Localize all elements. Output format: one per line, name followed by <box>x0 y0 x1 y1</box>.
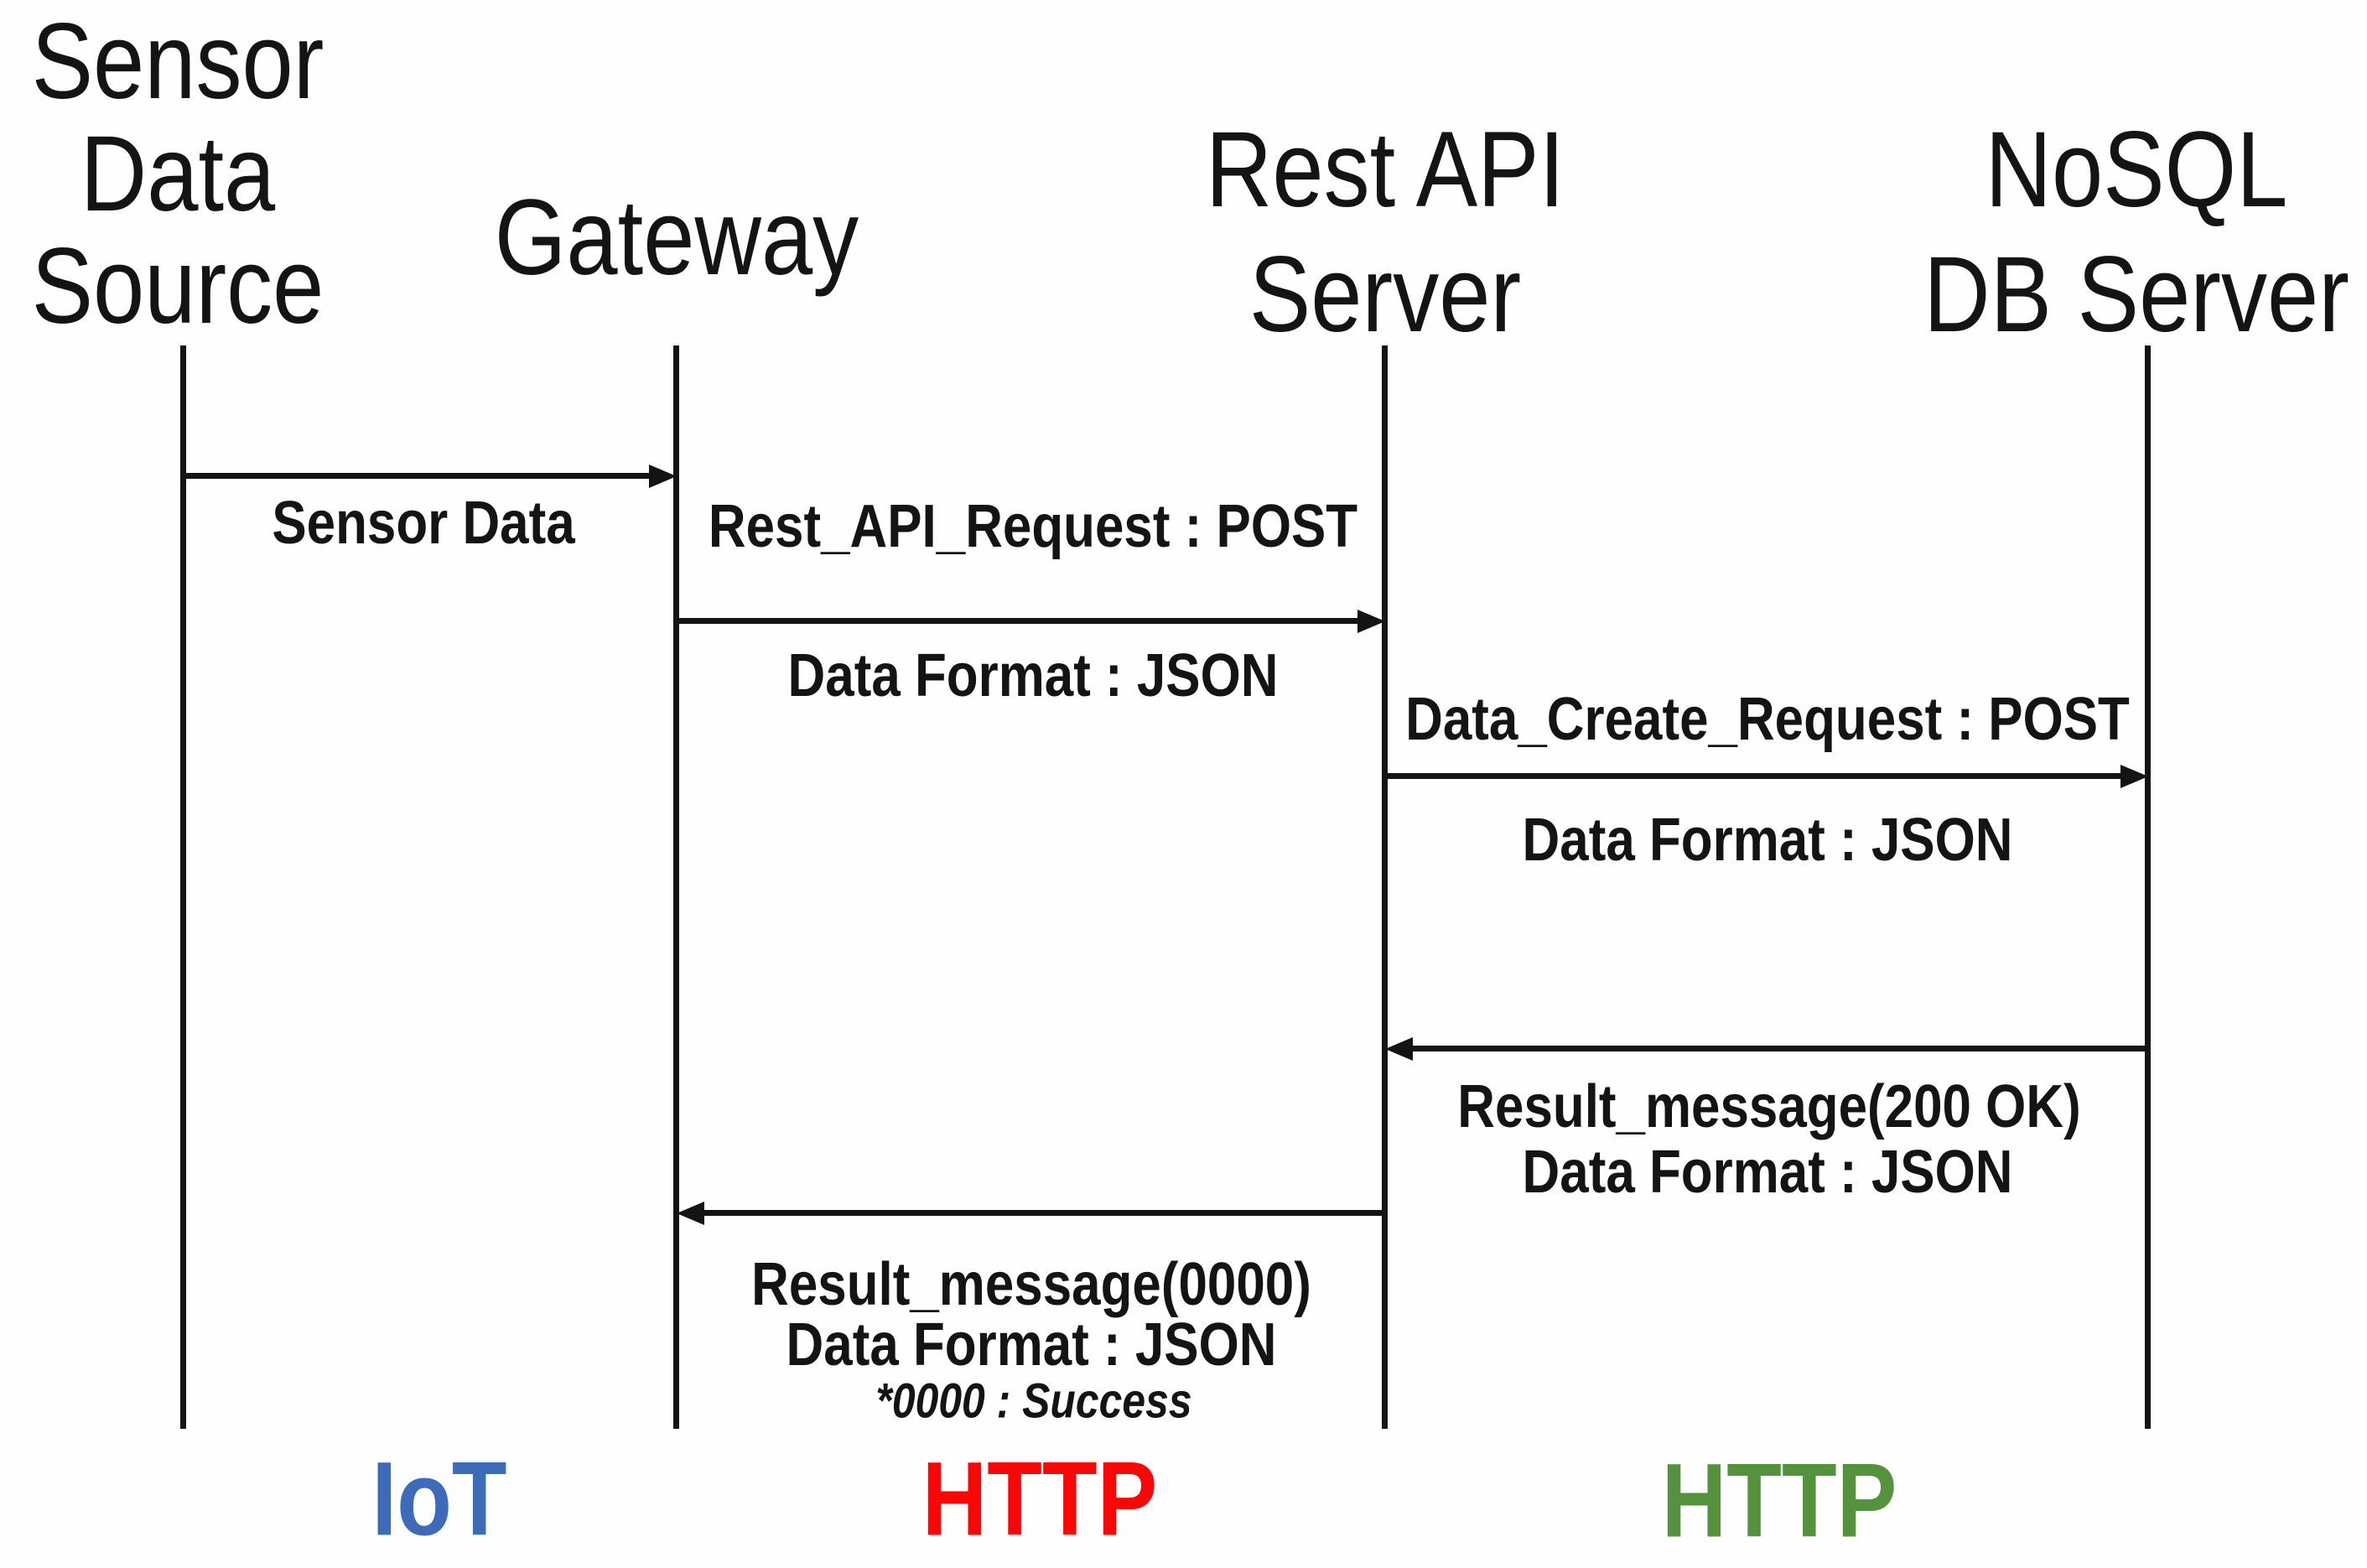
actor-label-line: DB Server <box>1923 235 2349 355</box>
actor-label-gateway: Gateway <box>495 182 859 294</box>
message-arrow-sensor-to-gateway <box>183 473 649 479</box>
arrowhead-right-icon <box>1357 610 1385 633</box>
message-label-sensor-data: Sensor Data <box>272 490 575 557</box>
actor-label-line: NoSQL <box>1985 110 2288 230</box>
actor-label-sensor-data-source: Sensor Data Source <box>32 6 324 343</box>
actor-label-rest-api-server: Rest API Server <box>1206 107 1565 357</box>
actor-label-line: Data <box>80 114 276 234</box>
lifeline-nosql-db-server <box>2145 345 2151 1429</box>
arrowhead-right-icon <box>2120 765 2148 788</box>
arrowhead-left-icon <box>677 1202 704 1225</box>
lifeline-sensor-data-source <box>180 345 186 1429</box>
actor-label-line: Server <box>1248 235 1522 355</box>
lifeline-gateway <box>673 345 679 1429</box>
message-label-data-format-3: Data Format : JSON <box>1522 1139 2013 1206</box>
actor-label-line: Rest API <box>1205 110 1565 230</box>
lifeline-rest-api-server <box>1382 345 1388 1429</box>
message-label-rest-api-request: Rest_API_Request : POST <box>708 493 1358 560</box>
actor-label-nosql-db-server: NoSQL DB Server <box>1923 107 2349 357</box>
message-label-data-create-request: Data_Create_Request : POST <box>1405 686 2130 753</box>
message-note-0000-success: *0000 : Success <box>875 1373 1192 1429</box>
message-label-data-format-1: Data Format : JSON <box>787 642 1279 709</box>
message-arrow-gateway-to-rest <box>677 618 1357 624</box>
protocol-label-iot: IoT <box>371 1441 507 1558</box>
protocol-label-http-right: HTTP <box>1661 1442 1897 1560</box>
message-label-result-200-ok: Result_message(200 OK) <box>1457 1073 2081 1140</box>
arrowhead-right-icon <box>649 465 677 488</box>
message-label-result-0000: Result_message(0000) <box>751 1251 1311 1318</box>
message-arrow-nosql-to-rest <box>1413 1046 2148 1051</box>
protocol-label-http-left: HTTP <box>921 1441 1158 1558</box>
actor-label-line: Gateway <box>494 178 859 298</box>
message-arrow-rest-to-nosql <box>1385 773 2120 779</box>
message-label-data-format-4: Data Format : JSON <box>786 1311 1277 1378</box>
actor-label-line: Sensor <box>31 2 324 122</box>
message-arrow-rest-to-gateway <box>704 1210 1385 1216</box>
message-label-data-format-2: Data Format : JSON <box>1522 807 2013 874</box>
arrowhead-left-icon <box>1385 1037 1413 1061</box>
actor-label-line: Source <box>31 226 324 346</box>
